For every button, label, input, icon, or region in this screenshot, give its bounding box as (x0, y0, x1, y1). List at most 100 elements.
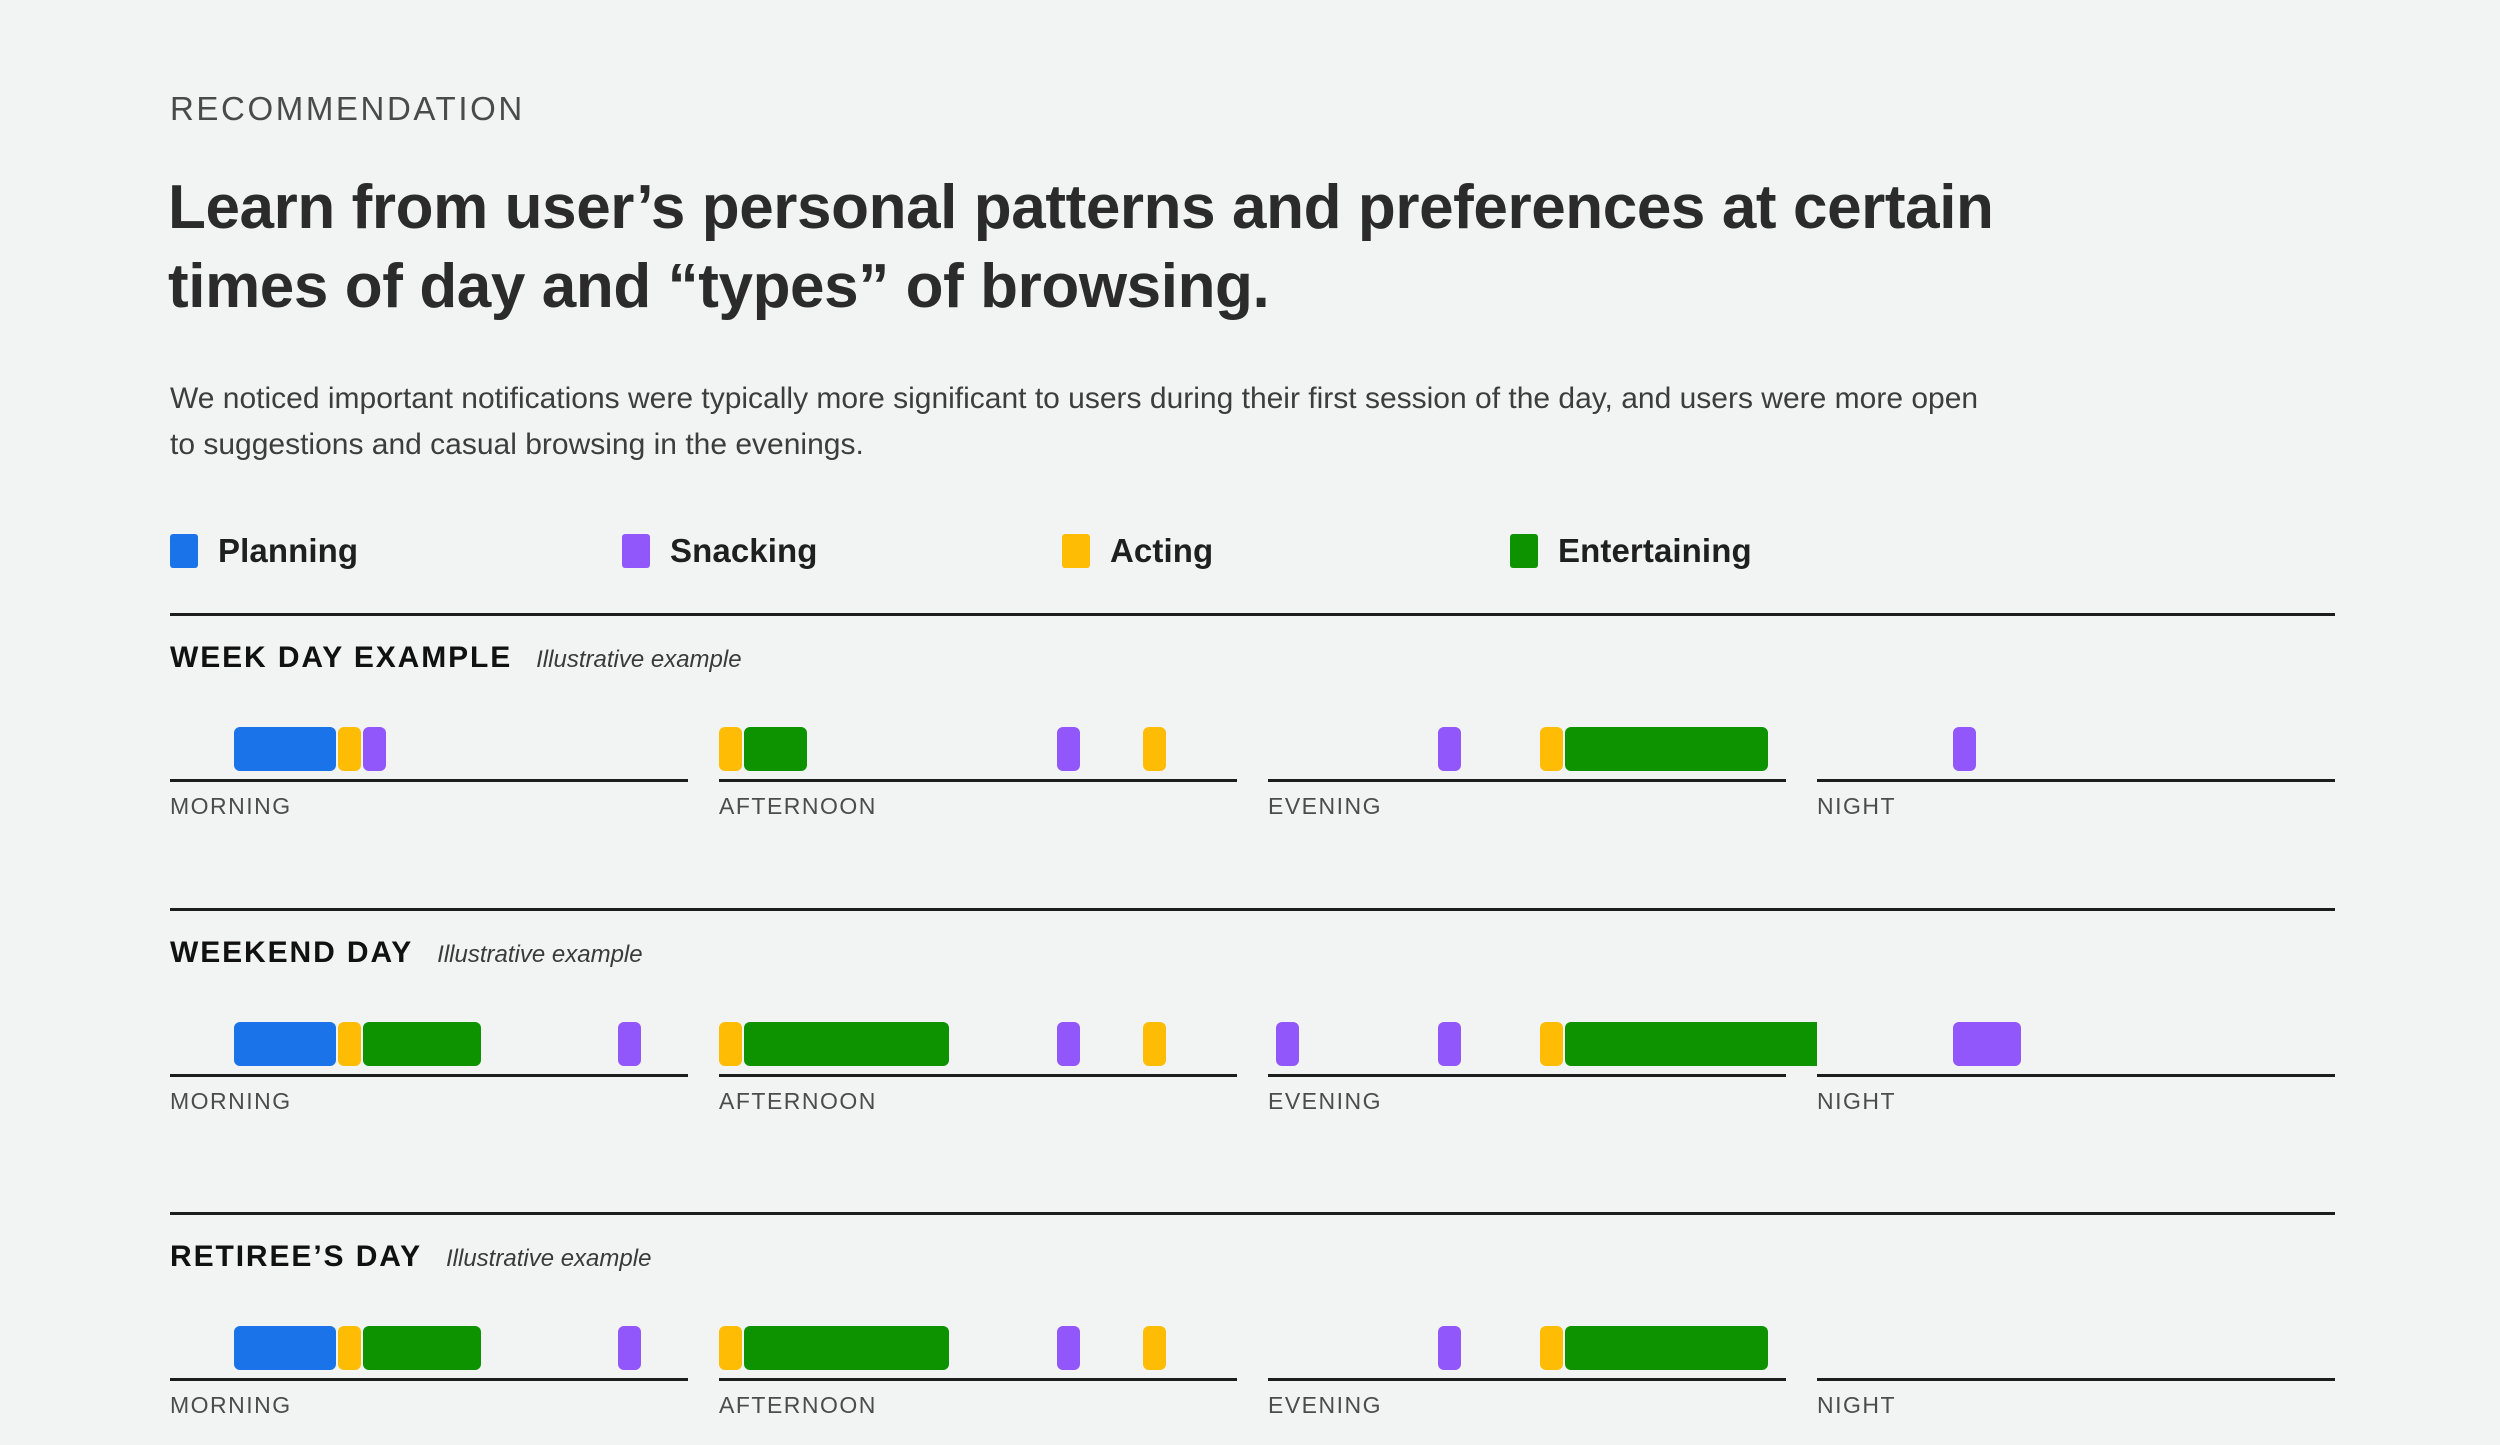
segment-track (719, 717, 1237, 779)
timeline-segment-evening: Evening (1268, 1316, 1786, 1418)
segment-axis-line (1817, 1378, 2335, 1381)
legend-swatch-acting-icon (1062, 534, 1090, 568)
segment-label-afternoon: Afternoon (719, 1088, 877, 1114)
activity-bar-acting[interactable] (338, 1326, 361, 1370)
activity-bar-acting[interactable] (1540, 1022, 1563, 1066)
legend-item-planning[interactable]: Planning (170, 528, 358, 574)
timeline-segment-afternoon: Afternoon (719, 1316, 1237, 1418)
activity-bar-entertaining[interactable] (363, 1326, 481, 1370)
segment-label-morning: Morning (170, 793, 292, 819)
activity-bar-acting[interactable] (719, 1022, 742, 1066)
activity-bar-snacking[interactable] (1438, 1326, 1461, 1370)
row-divider (170, 1212, 2335, 1215)
timeline-segment-night: Night (1817, 717, 2335, 819)
segment-label-night: Night (1817, 1392, 1897, 1418)
segment-axis-line (719, 1074, 1237, 1077)
activity-bar-planning[interactable] (234, 1022, 336, 1066)
segment-track (719, 1012, 1237, 1074)
activity-bar-acting[interactable] (719, 727, 742, 771)
segment-track (1817, 717, 2335, 779)
activity-bar-snacking[interactable] (1276, 1022, 1299, 1066)
legend-label: Planning (218, 532, 359, 569)
segment-label-morning: Morning (170, 1392, 292, 1418)
segment-label-afternoon: Afternoon (719, 1392, 877, 1418)
activity-bar-snacking[interactable] (1953, 1022, 2021, 1066)
eyebrow-label: Recommendation (170, 90, 525, 127)
legend-swatch-snacking-icon (622, 534, 650, 568)
activity-bar-snacking[interactable] (1057, 727, 1080, 771)
segment-label-night: Night (1817, 1088, 1897, 1114)
activity-bar-entertaining[interactable] (1565, 727, 1768, 771)
row-divider (170, 908, 2335, 911)
segment-track (1268, 1316, 1786, 1378)
segment-axis-line (719, 779, 1237, 782)
segment-axis-line (1268, 1378, 1786, 1381)
activity-bar-acting[interactable] (719, 1326, 742, 1370)
timeline-segment-evening: Evening (1268, 717, 1786, 819)
row-header: Weekend DayIllustrative example (170, 936, 643, 970)
activity-bar-snacking[interactable] (1438, 727, 1461, 771)
page-title: Learn from user’s personal patterns and … (168, 173, 1994, 321)
activity-bar-planning[interactable] (234, 727, 336, 771)
row-divider (170, 613, 2335, 616)
activity-bar-snacking[interactable] (1057, 1326, 1080, 1370)
segment-axis-line (1268, 779, 1786, 782)
timeline: Morning Afternoon EveningNight (170, 1316, 2335, 1418)
activity-bar-acting[interactable] (338, 1022, 361, 1066)
row-title: Retiree’s Day (170, 1240, 422, 1273)
activity-bar-entertaining[interactable] (744, 1326, 949, 1370)
activity-bar-entertaining[interactable] (363, 1022, 481, 1066)
row-header: Week Day Example Illustrative example (170, 641, 742, 675)
segment-axis-line (1268, 1074, 1786, 1077)
timeline-segment-morning: Morning (170, 1316, 688, 1418)
row-title: Weekend Day (170, 936, 414, 969)
segment-track (1817, 1012, 2335, 1074)
timeline-segment-afternoon: Afternoon (719, 717, 1237, 819)
segment-track (1817, 1316, 2335, 1378)
activity-bar-entertaining[interactable] (744, 1022, 949, 1066)
segment-track (719, 1316, 1237, 1378)
legend-item-entertaining[interactable]: Entertaining (1510, 528, 1752, 574)
segment-track (1268, 1012, 1910, 1074)
legend-swatch-entertaining-icon (1510, 534, 1538, 568)
timeline-segment-night: Night (1817, 1012, 2335, 1114)
segment-track (170, 1316, 688, 1378)
segment-label-afternoon: Afternoon (719, 793, 877, 819)
segment-track (1268, 717, 1786, 779)
segment-label-night: Night (1817, 793, 1897, 819)
activity-bar-snacking[interactable] (618, 1326, 641, 1370)
segment-track (170, 717, 688, 779)
legend-label: Snacking (670, 532, 818, 569)
page-subcopy: We noticed important notifications were … (170, 382, 1979, 461)
row-header: Retiree’s DayIllustrative example (170, 1240, 651, 1274)
timeline-segment-night: Night (1817, 1316, 2335, 1418)
timeline-segment-afternoon: Afternoon (719, 1012, 1237, 1114)
row-note: Illustrative example (536, 646, 742, 673)
legend-item-snacking[interactable]: Snacking (622, 528, 818, 574)
activity-bar-acting[interactable] (1143, 1022, 1166, 1066)
legend-label: Entertaining (1558, 532, 1752, 569)
activity-bar-acting[interactable] (1143, 1326, 1166, 1370)
timeline-segment-evening: Evening (1268, 1012, 1910, 1114)
activity-bar-snacking[interactable] (363, 727, 386, 771)
timeline: Morning Afternoon Evening Night (170, 1012, 2335, 1114)
legend-label: Acting (1110, 532, 1214, 569)
row-title: Week Day Example (170, 641, 513, 674)
timeline: Morning Afternoon EveningNight (170, 717, 2335, 819)
segment-axis-line (719, 1378, 1237, 1381)
activity-bar-snacking[interactable] (1953, 727, 1976, 771)
activity-bar-snacking[interactable] (618, 1022, 641, 1066)
activity-bar-snacking[interactable] (1057, 1022, 1080, 1066)
activity-bar-acting[interactable] (1540, 727, 1563, 771)
segment-label-evening: Evening (1268, 1088, 1383, 1114)
activity-bar-acting[interactable] (1540, 1326, 1563, 1370)
activity-bar-entertaining[interactable] (744, 727, 807, 771)
segment-label-morning: Morning (170, 1088, 292, 1114)
legend-item-acting[interactable]: Acting (1062, 528, 1213, 574)
activity-bar-planning[interactable] (234, 1326, 336, 1370)
timeline-segment-morning: Morning (170, 1012, 688, 1114)
activity-bar-entertaining[interactable] (1565, 1326, 1768, 1370)
activity-bar-snacking[interactable] (1438, 1022, 1461, 1066)
activity-bar-acting[interactable] (338, 727, 361, 771)
activity-bar-acting[interactable] (1143, 727, 1166, 771)
